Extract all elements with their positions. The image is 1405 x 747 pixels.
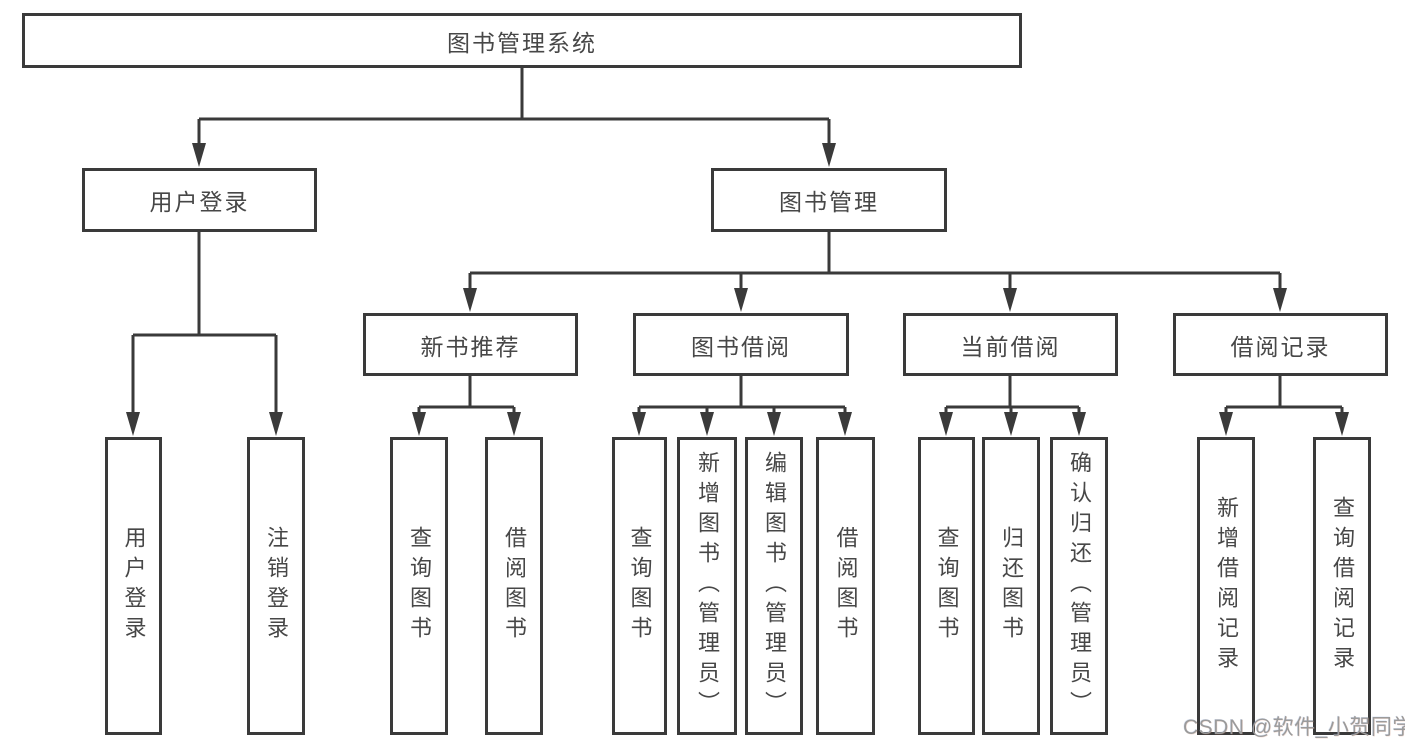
leaf-borrow-books-recommend-label: 借阅图书: [502, 526, 527, 646]
leaf-query-books-recommend-label: 查询图书: [407, 526, 432, 646]
leaf-borrow-books-borrowing: 借阅图书: [816, 437, 875, 735]
node-current-borrowing-label: 当前借阅: [960, 333, 1061, 360]
arrow-down-icon: [700, 412, 714, 436]
node-new-book-recommend: 新书推荐: [363, 313, 578, 376]
leaf-return-books-label: 归还图书: [999, 526, 1024, 646]
arrow-down-icon: [734, 288, 748, 312]
arrow-down-icon: [1219, 412, 1233, 436]
arrow-down-icon: [463, 288, 477, 312]
leaf-logout: 注销登录: [247, 437, 305, 735]
arrow-down-icon: [1335, 412, 1349, 436]
leaf-query-books-recommend: 查询图书: [390, 437, 448, 735]
leaf-confirm-return-admin-label: 确认归还（管理员）: [1067, 451, 1092, 721]
leaf-query-books-current: 查询图书: [918, 437, 975, 735]
leaf-logout-label: 注销登录: [264, 526, 289, 646]
node-root: 图书管理系统: [22, 13, 1022, 68]
node-book-borrowing-label: 图书借阅: [691, 333, 791, 360]
arrow-down-icon: [1072, 412, 1086, 436]
arrow-down-icon: [269, 412, 283, 436]
leaf-add-borrow-record: 新增借阅记录: [1197, 437, 1255, 735]
arrow-down-icon: [632, 412, 646, 436]
node-user-login: 用户登录: [82, 168, 317, 232]
arrow-down-icon: [838, 412, 852, 436]
arrow-down-icon: [1273, 288, 1287, 312]
leaf-confirm-return-admin: 确认归还（管理员）: [1050, 437, 1108, 735]
arrow-down-icon: [822, 143, 836, 167]
node-borrowing-records: 借阅记录: [1173, 313, 1388, 376]
node-root-label: 图书管理系统: [447, 29, 597, 56]
leaf-add-book-admin-label: 新增图书（管理员）: [695, 451, 720, 721]
node-current-borrowing: 当前借阅: [903, 313, 1118, 376]
arrow-down-icon: [939, 412, 953, 436]
leaf-user-login: 用户登录: [105, 437, 162, 735]
node-borrowing-records-label: 借阅记录: [1230, 333, 1331, 360]
node-user-login-label: 用户登录: [149, 189, 250, 215]
node-book-borrowing: 图书借阅: [633, 313, 849, 376]
leaf-query-books-borrowing: 查询图书: [612, 437, 667, 735]
watermark: CSDN @软件_小贺同学: [1183, 716, 1405, 739]
leaf-query-borrow-record: 查询借阅记录: [1313, 437, 1371, 735]
leaf-user-login-label: 用户登录: [121, 526, 147, 646]
leaf-borrow-books-borrowing-label: 借阅图书: [833, 526, 859, 646]
arrow-down-icon: [1003, 288, 1017, 312]
arrow-down-icon: [507, 412, 521, 436]
leaf-edit-book-admin-label: 编辑图书（管理员）: [762, 451, 787, 721]
leaf-return-books: 归还图书: [982, 437, 1040, 735]
leaf-query-books-borrowing-label: 查询图书: [627, 526, 653, 646]
leaf-query-borrow-record-label: 查询借阅记录: [1330, 496, 1355, 676]
node-book-management: 图书管理: [711, 168, 947, 232]
leaf-add-borrow-record-label: 新增借阅记录: [1214, 496, 1239, 676]
leaf-add-book-admin: 新增图书（管理员）: [677, 437, 737, 735]
leaf-edit-book-admin: 编辑图书（管理员）: [745, 437, 803, 735]
arrow-down-icon: [767, 412, 781, 436]
leaf-borrow-books-recommend: 借阅图书: [485, 437, 543, 735]
arrow-down-icon: [1004, 412, 1018, 436]
node-new-book-recommend-label: 新书推荐: [420, 333, 521, 360]
arrow-down-icon: [412, 412, 426, 436]
arrow-down-icon: [126, 412, 140, 436]
node-book-management-label: 图书管理: [779, 189, 879, 215]
leaf-query-books-current-label: 查询图书: [934, 526, 960, 646]
arrow-down-icon: [192, 143, 206, 167]
